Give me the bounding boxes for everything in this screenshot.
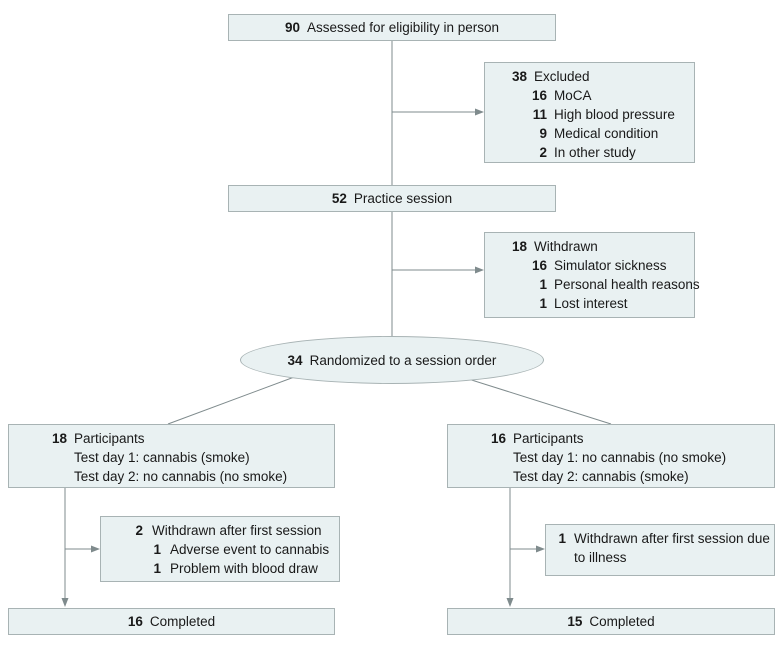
withdrawn-label: Withdrawn bbox=[534, 239, 598, 254]
practice-count: 52 bbox=[331, 191, 347, 206]
item-label: Adverse event to cannabis bbox=[170, 542, 330, 557]
excluded-label: Excluded bbox=[534, 69, 590, 84]
excluded-item: 16 MoCA bbox=[485, 86, 694, 105]
completed-left-label: Completed bbox=[149, 614, 216, 629]
box-practice-session: 52 Practice session bbox=[228, 185, 556, 212]
item-count: 11 bbox=[532, 107, 547, 122]
assessed-label: Assessed for eligibility in person bbox=[306, 20, 500, 35]
withdrawn-main-row: 18 Withdrawn bbox=[485, 237, 694, 256]
excluded-main-row: 38 Excluded bbox=[485, 67, 694, 86]
withdrawn-count: 18 bbox=[511, 239, 527, 254]
group-right-main-row: 16 Participants bbox=[448, 429, 774, 448]
item-label: Problem with blood draw bbox=[170, 561, 318, 576]
randomized-count: 34 bbox=[287, 352, 303, 368]
group-left-label: Participants bbox=[74, 431, 145, 446]
excluded-item: 2 In other study bbox=[485, 143, 694, 162]
item-count: 16 bbox=[531, 258, 547, 273]
group-left-testday2: Test day 2: no cannabis (no smoke) bbox=[9, 467, 334, 486]
arrowhead-withdrawn-right bbox=[536, 545, 545, 553]
item-count: 9 bbox=[539, 126, 547, 141]
testday-label: Test day 1: no cannabis (no smoke) bbox=[513, 450, 727, 465]
completed-left-row: 16 Completed bbox=[9, 609, 334, 634]
withdrawn-left-count: 2 bbox=[135, 523, 143, 538]
item-count: 1 bbox=[539, 277, 547, 292]
withdrawn-right-continuation-row: to illness bbox=[546, 548, 774, 567]
item-count: 1 bbox=[539, 296, 547, 311]
withdrawn-item: 1 Personal health reasons bbox=[485, 275, 699, 294]
excluded-item: 9 Medical condition bbox=[485, 124, 694, 143]
arrowhead-excluded bbox=[475, 108, 484, 116]
connector-diagonal-left bbox=[167, 375, 298, 425]
item-label: In other study bbox=[554, 145, 636, 160]
testday-label: Test day 2: cannabis (smoke) bbox=[513, 469, 689, 484]
withdrawn-item: 1 Lost interest bbox=[485, 294, 694, 313]
assessed-count: 90 bbox=[284, 20, 300, 35]
randomized-row: 34 Randomized to a session order bbox=[288, 337, 497, 383]
group-left-main-row: 18 Participants bbox=[9, 429, 334, 448]
item-label: MoCA bbox=[554, 88, 592, 103]
excluded-item: 11 High blood pressure bbox=[485, 105, 694, 124]
randomized-label: Randomized to a session order bbox=[309, 352, 497, 368]
completed-right-count: 15 bbox=[567, 614, 583, 629]
testday-label: Test day 1: cannabis (smoke) bbox=[74, 450, 250, 465]
group-right-label: Participants bbox=[513, 431, 584, 446]
box-excluded: 38 Excluded 16 MoCA 11 High blood pressu… bbox=[484, 62, 695, 163]
completed-left-count: 16 bbox=[127, 614, 143, 629]
box-assessed-eligibility: 90 Assessed for eligibility in person bbox=[228, 14, 556, 41]
item-label: Lost interest bbox=[554, 296, 628, 311]
item-count: 2 bbox=[539, 145, 547, 160]
excluded-count: 38 bbox=[511, 69, 527, 84]
practice-row: 52 Practice session bbox=[229, 186, 555, 211]
practice-label: Practice session bbox=[353, 191, 453, 206]
item-label: High blood pressure bbox=[554, 107, 675, 122]
withdrawn-left-item: 1 Adverse event to cannabis bbox=[101, 540, 339, 559]
arrowhead-completed-right bbox=[506, 598, 514, 607]
item-label: Simulator sickness bbox=[554, 258, 667, 273]
box-withdrawn-practice: 18 Withdrawn 16 Simulator sickness 1 Per… bbox=[484, 232, 700, 318]
item-label: Personal health reasons bbox=[554, 277, 700, 292]
box-completed-right: 15 Completed bbox=[447, 608, 775, 635]
withdrawn-item: 16 Simulator sickness bbox=[485, 256, 694, 275]
item-count: 16 bbox=[531, 88, 547, 103]
arrowhead-completed-left bbox=[61, 598, 69, 607]
testday-label: Test day 2: no cannabis (no smoke) bbox=[74, 469, 288, 484]
group-right-testday2: Test day 2: cannabis (smoke) bbox=[448, 467, 774, 486]
box-withdrawn-left: 2 Withdrawn after first session 1 Advers… bbox=[100, 516, 340, 582]
group-left-count: 18 bbox=[51, 431, 67, 446]
arrowhead-withdrawn-left bbox=[91, 545, 100, 553]
withdrawn-left-label: Withdrawn after first session bbox=[152, 523, 322, 538]
withdrawn-right-continuation: to illness bbox=[574, 550, 627, 565]
withdrawn-right-label: Withdrawn after first session due bbox=[574, 531, 770, 546]
item-count: 1 bbox=[153, 542, 161, 557]
item-count: 1 bbox=[153, 561, 161, 576]
group-left-testday1: Test day 1: cannabis (smoke) bbox=[9, 448, 334, 467]
box-completed-left: 16 Completed bbox=[8, 608, 335, 635]
box-group-right: 16 Participants Test day 1: no cannabis … bbox=[447, 424, 775, 488]
withdrawn-left-item: 1 Problem with blood draw bbox=[101, 559, 339, 578]
group-right-testday1: Test day 1: no cannabis (no smoke) bbox=[448, 448, 774, 467]
arrowhead-withdrawn bbox=[475, 266, 484, 274]
box-group-left: 18 Participants Test day 1: cannabis (sm… bbox=[8, 424, 335, 488]
completed-right-label: Completed bbox=[589, 614, 655, 629]
completed-right-row: 15 Completed bbox=[448, 609, 774, 634]
spacer bbox=[546, 548, 574, 567]
withdrawn-right-count: 1 bbox=[558, 531, 566, 546]
assessed-row: 90 Assessed for eligibility in person bbox=[229, 15, 555, 40]
item-label: Medical condition bbox=[554, 126, 659, 141]
withdrawn-left-main-row: 2 Withdrawn after first session bbox=[101, 521, 339, 540]
withdrawn-right-main-row: 1 Withdrawn after first session due bbox=[546, 529, 774, 548]
connector-diagonal-right bbox=[461, 376, 612, 425]
ellipse-randomized: 34 Randomized to a session order bbox=[240, 336, 544, 384]
box-withdrawn-right: 1 Withdrawn after first session due to i… bbox=[545, 524, 775, 576]
group-right-count: 16 bbox=[490, 431, 506, 446]
